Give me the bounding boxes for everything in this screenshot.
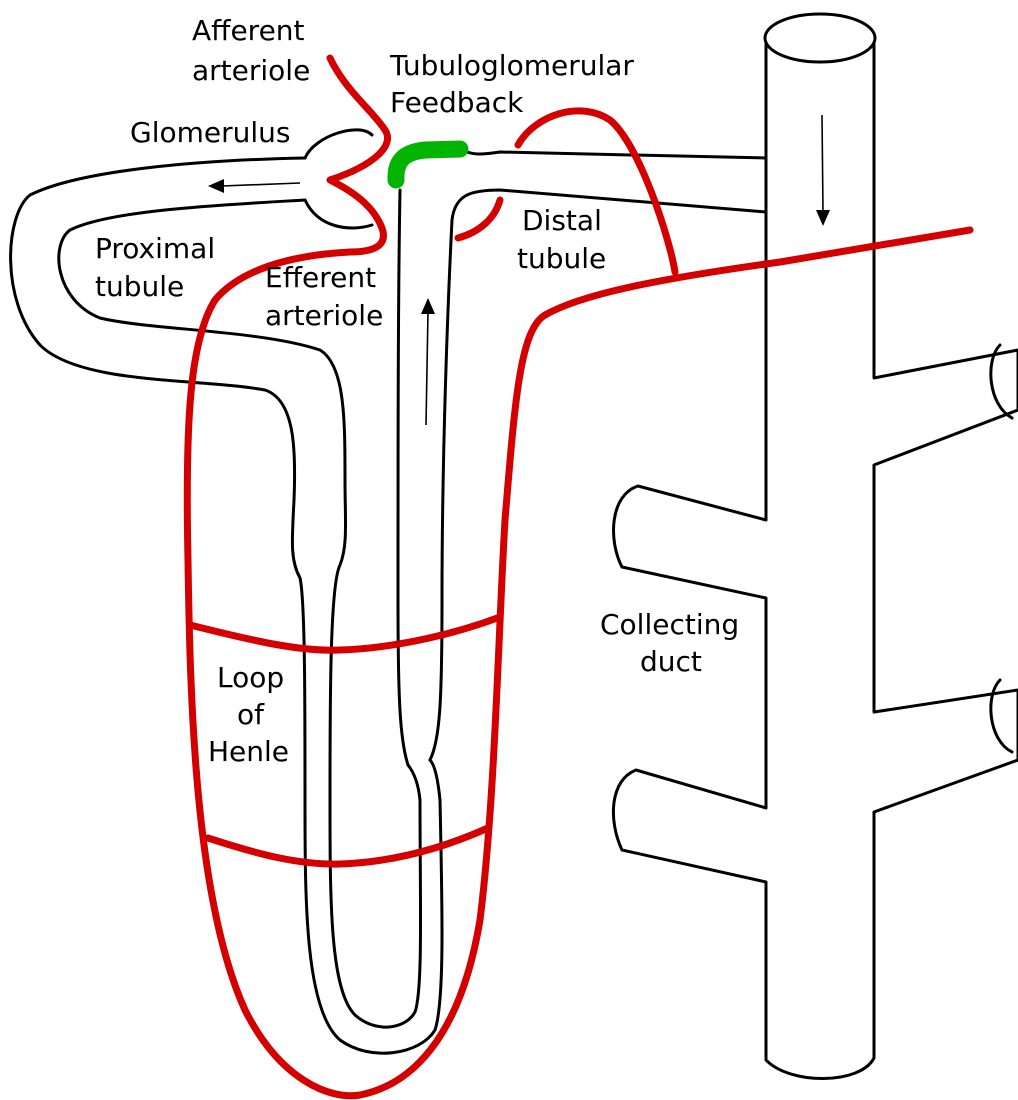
distal-tubule-label-line2: tubule bbox=[517, 242, 606, 275]
afferent-arteriole-vessel bbox=[330, 58, 388, 252]
distal-tubule-top-wall bbox=[460, 150, 766, 158]
collecting-duct-label: Collecting bbox=[600, 608, 739, 641]
vasa-recta-cross-upper bbox=[190, 617, 500, 650]
glomerulus-label: Glomerulus bbox=[130, 116, 290, 149]
ascending-limb-right-wall bbox=[430, 190, 766, 760]
ascending-flow-arrowhead bbox=[421, 298, 435, 314]
macula-densa-feedback bbox=[396, 149, 460, 180]
collecting-duct-flow-arrow bbox=[822, 115, 823, 212]
tubuloglomerular-feedback-label-line2: Feedback bbox=[390, 86, 524, 119]
vasa-recta-cross-lower bbox=[208, 828, 488, 864]
ascending-limb-left-wall bbox=[398, 190, 408, 765]
proximal-flow-arrowhead bbox=[208, 179, 224, 193]
collecting-duct-label-line2: duct bbox=[640, 645, 702, 678]
distal-tubule-label: Distal bbox=[522, 204, 602, 237]
loop-of-henle-label-line3: Henle bbox=[208, 735, 289, 768]
ascending-flow-arrow bbox=[426, 312, 428, 425]
collecting-duct bbox=[613, 14, 1018, 1079]
afferent-arteriole-label: Afferent bbox=[192, 14, 305, 47]
proximal-tubule-label-line2: tubule bbox=[95, 270, 184, 303]
nephron-tubule bbox=[11, 130, 766, 1053]
proximal-tubule-label: Proximal bbox=[95, 232, 215, 265]
afferent-arteriole-label-line2: arteriole bbox=[192, 54, 310, 87]
loop-of-henle-label: Loop bbox=[217, 661, 284, 694]
loop-of-henle-label-line2: of bbox=[237, 698, 265, 731]
distal-capillary-stub bbox=[458, 200, 500, 238]
collecting-duct-top-opening bbox=[765, 14, 875, 62]
proximal-flow-arrow bbox=[222, 183, 300, 186]
collecting-duct-body bbox=[613, 40, 1018, 1079]
tubuloglomerular-feedback-label: Tubuloglomerular bbox=[389, 49, 634, 82]
efferent-arteriole-label-line2: arteriole bbox=[265, 299, 383, 332]
efferent-arteriole-label: Efferent bbox=[265, 261, 376, 294]
